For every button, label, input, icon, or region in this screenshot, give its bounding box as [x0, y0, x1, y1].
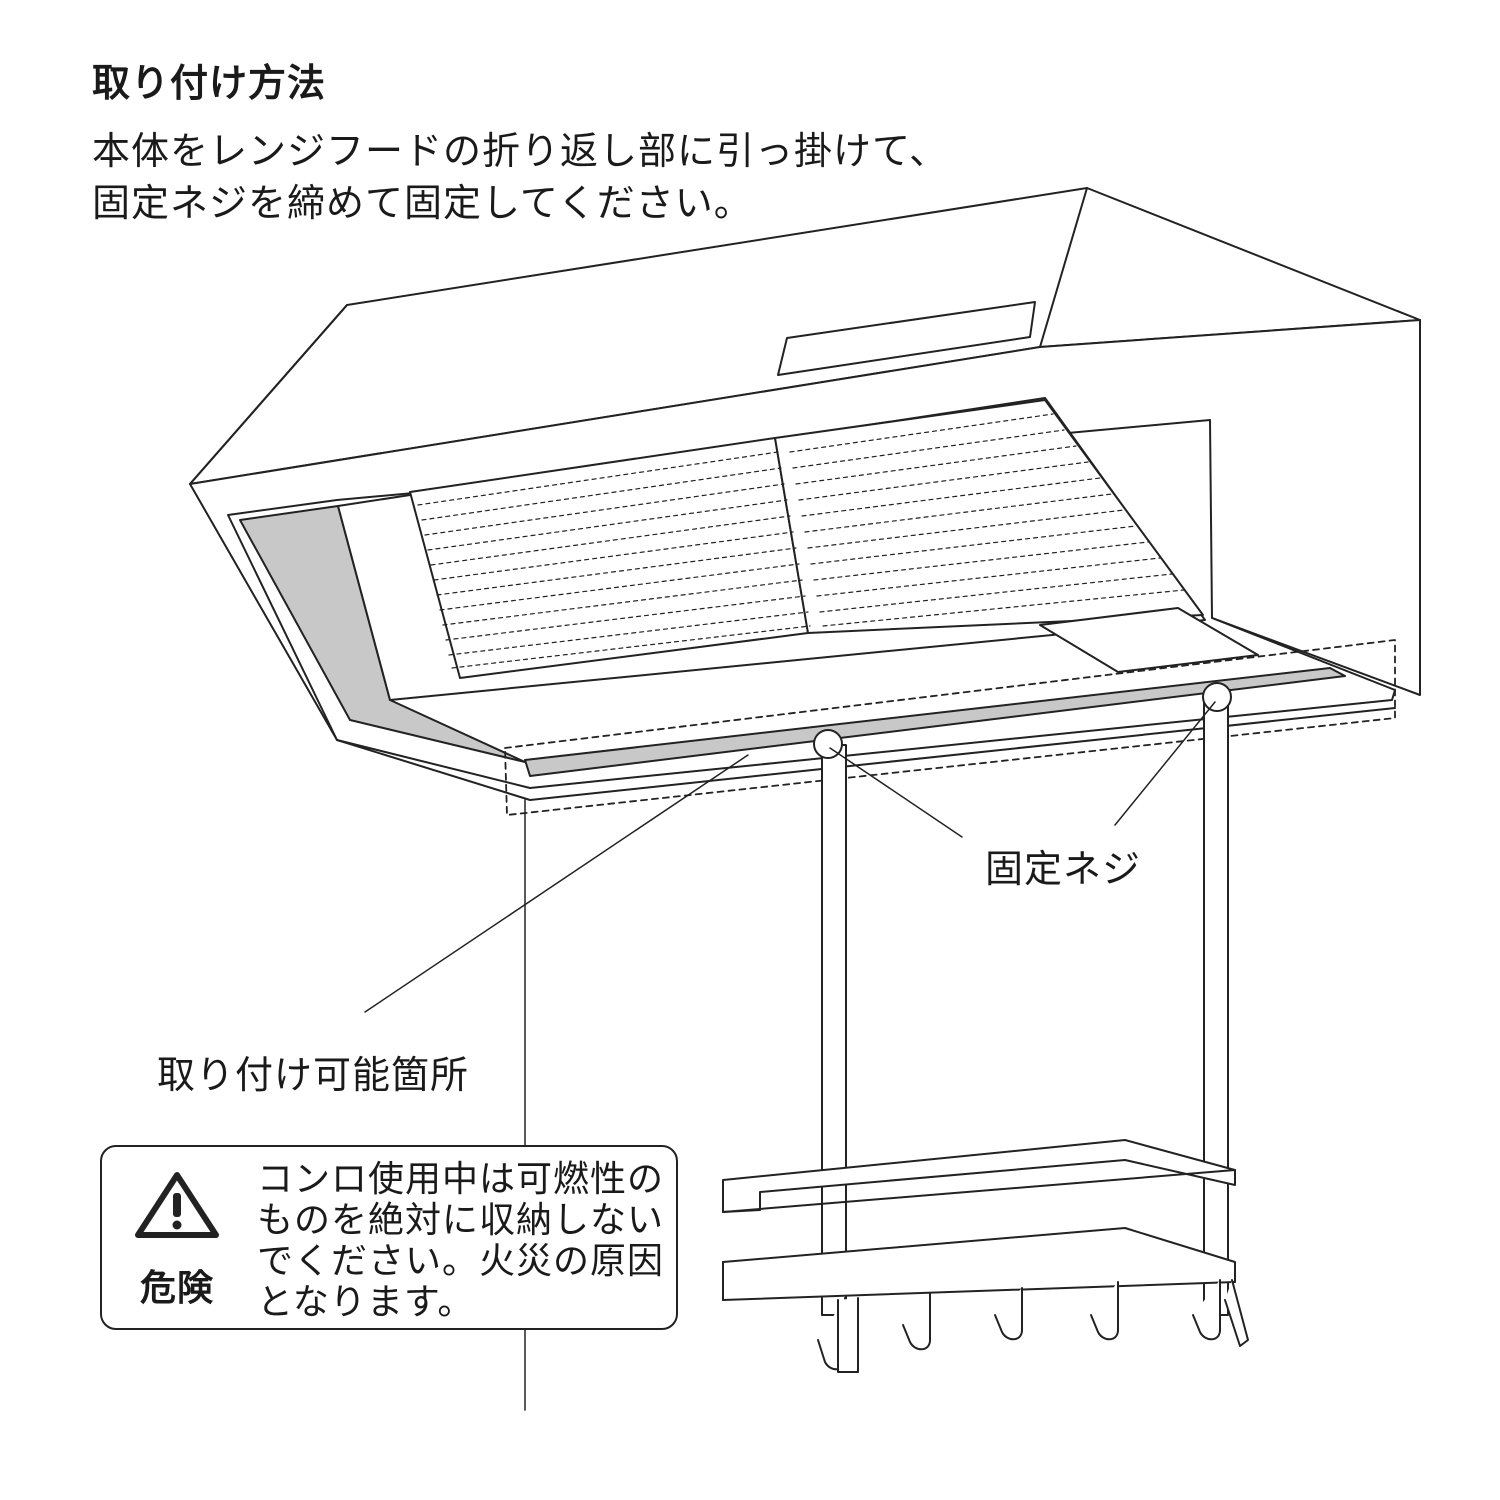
warning-triangle-icon	[135, 1172, 219, 1238]
fixing-screw-callout: 固定ネジ	[985, 847, 1142, 891]
rack-pole-left	[821, 744, 847, 1316]
page-title: 取り付け方法	[92, 61, 327, 105]
instruction-line: 本体をレンジフードの折り返し部に引っ掛けて、	[92, 129, 949, 173]
hood-ridge	[189, 304, 348, 485]
rack-hooks	[817, 1279, 1249, 1373]
warning-badge: 危険	[132, 1169, 222, 1319]
hood-bottom-edge	[336, 707, 1396, 801]
fixing-screw	[1202, 682, 1232, 712]
warning-line: でください。火災の原因	[257, 1241, 665, 1282]
hook	[1090, 1281, 1119, 1341]
danger-warning-box: 危険 コンロ使用中は可燃性の ものを絶対に収納しない でください。火災の原因 と…	[100, 1145, 678, 1330]
instruction-line: 固定ネジを締めて固定してください。	[92, 181, 753, 225]
hook	[994, 1287, 1023, 1341]
rack-upper-tray	[722, 1169, 1236, 1213]
warning-line: コンロ使用中は可燃性の	[257, 1159, 665, 1200]
danger-label: 危険	[139, 1268, 214, 1309]
filter-right	[774, 399, 1204, 634]
mounting-rail	[524, 667, 1346, 777]
hood-ridge	[1039, 187, 1088, 348]
leader-line	[364, 754, 749, 1013]
rack-pole-right	[1203, 694, 1229, 1316]
light-cover	[1039, 607, 1259, 673]
hood-inner-left-panel	[239, 505, 526, 763]
mountable-area-callout: 取り付け可能箇所	[157, 1053, 470, 1097]
warning-line: となります。	[257, 1282, 475, 1323]
rack-lower-tray	[722, 1227, 1236, 1301]
warning-line: ものを絶対に収納しない	[257, 1200, 665, 1241]
hook	[1224, 1279, 1249, 1347]
hook	[837, 1297, 859, 1373]
instructions: 本体をレンジフードの折り返し部に引っ掛けて、 固定ネジを締めて固定してください。	[92, 125, 948, 229]
warning-text: コンロ使用中は可燃性の ものを絶対に収納しない でください。火災の原因 となりま…	[257, 1159, 664, 1323]
hook	[902, 1293, 931, 1351]
hook	[1192, 1279, 1221, 1341]
mountable-area-outline	[504, 639, 1396, 816]
control-panel	[777, 301, 1036, 376]
leader-line	[829, 747, 963, 838]
leader-line	[1114, 701, 1216, 826]
